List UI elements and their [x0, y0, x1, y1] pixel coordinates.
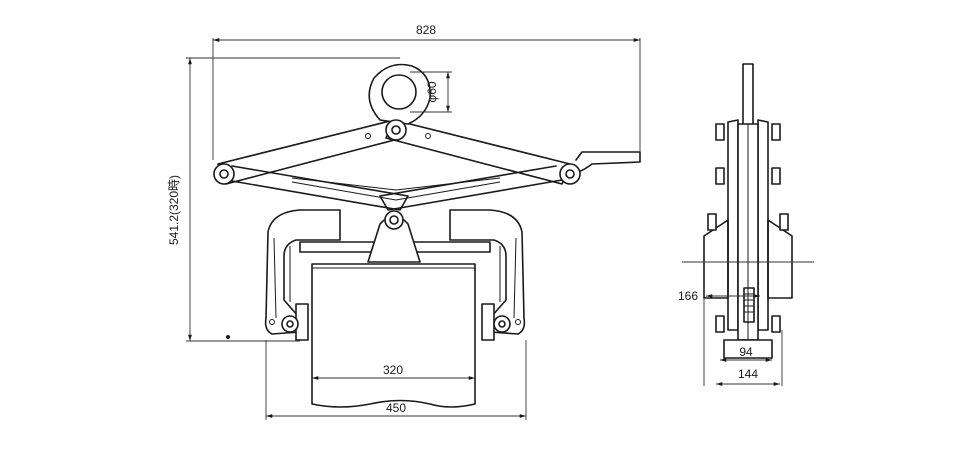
pins [213, 119, 581, 339]
dim-eye-diameter: φ60 [425, 81, 439, 102]
side-eye-plate [742, 63, 754, 131]
side-jaw [743, 287, 755, 323]
side-base [723, 339, 773, 359]
dim-overall-height: 541.2(320時) [167, 175, 181, 245]
left-clamp-arm [264, 209, 341, 341]
lifting-eye [368, 63, 431, 125]
dim-166: 166 [678, 289, 698, 303]
right-jaw-pad [481, 303, 495, 341]
dim-opening: 320 [383, 363, 403, 377]
front-view: 828 φ60 541.2(320時) 320 450 [167, 23, 641, 420]
dim-94: 94 [739, 345, 753, 359]
dim-144: 144 [738, 367, 758, 381]
right-clamp-arm [449, 209, 526, 341]
block-outline [311, 263, 476, 408]
handle-tab [575, 151, 641, 173]
center-bracket [299, 210, 491, 263]
front-dimensions [186, 38, 641, 420]
side-view: 166 94 144 [678, 63, 814, 386]
dim-width-450: 450 [386, 401, 406, 415]
dim-overall-width: 828 [416, 23, 436, 37]
scissor-links [217, 119, 641, 211]
